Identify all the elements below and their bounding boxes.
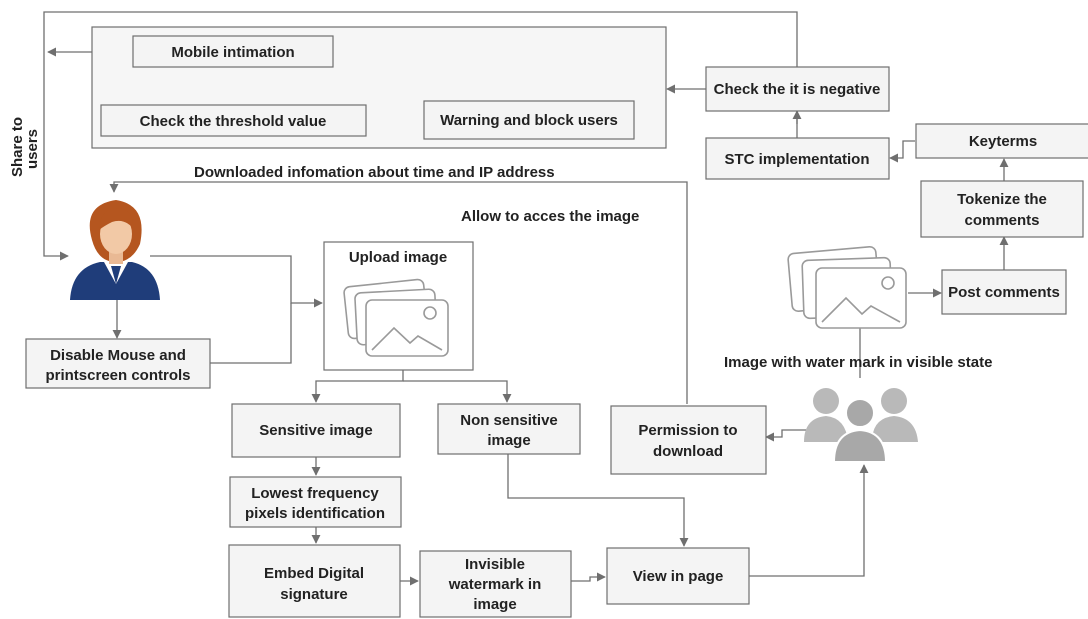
- arrow-keyterms-to-stc: [889, 140, 915, 163]
- arrow-nonsensitive-to-view: [507, 454, 689, 547]
- check-threshold-label: Check the threshold value: [140, 113, 327, 130]
- arrow-user-to-upload: [150, 255, 323, 308]
- tokenize-label-1: Tokenize the: [957, 191, 1047, 208]
- sensitive-image-label: Sensitive image: [259, 422, 372, 439]
- users-group-icon: [804, 388, 918, 463]
- node-invisible-watermark: Invisible watermark in image: [419, 550, 572, 618]
- arrow-view-to-users: [749, 464, 869, 577]
- arrow-users-to-permission: [765, 429, 806, 442]
- post-comments-label: Post comments: [948, 284, 1060, 301]
- invisible-label-3: image: [473, 596, 516, 613]
- user-avatar-icon: [70, 200, 160, 300]
- non-sensitive-label-1: Non sensitive: [460, 412, 558, 429]
- node-lowest-frequency: Lowest frequency pixels identification: [229, 476, 402, 528]
- allow-access-label: Allow to acces the image: [461, 208, 639, 225]
- non-sensitive-label-2: image: [487, 432, 530, 449]
- share-line-2: users: [24, 129, 41, 169]
- watermark-picture-icon: [787, 245, 907, 329]
- upload-picture-icon: [343, 278, 449, 357]
- stc-implementation-label: STC implementation: [724, 151, 869, 168]
- arrow-invisible-to-view: [571, 572, 606, 582]
- permission-label-2: download: [653, 443, 723, 460]
- arrow-upload-to-sensitive: [311, 370, 404, 403]
- node-non-sensitive-image: Non sensitive image: [437, 403, 581, 455]
- lowest-label-1: Lowest frequency: [251, 485, 379, 502]
- keyterms-label: Keyterms: [969, 133, 1037, 150]
- node-stc-implementation: STC implementation: [705, 137, 890, 180]
- arrow-upload-to-nonsensitive: [403, 380, 512, 403]
- downloaded-info-label: Downloaded infomation about time and IP …: [194, 164, 555, 181]
- share-to-users-label: Share to users: [9, 117, 41, 177]
- invisible-label-1: Invisible: [465, 556, 525, 573]
- node-view-in-page: View in page: [606, 547, 750, 605]
- invisible-label-2: watermark in: [448, 576, 542, 593]
- arrow-permission-to-user: [109, 181, 688, 404]
- node-mobile-intimation: Mobile intimation: [132, 35, 334, 68]
- view-in-page-label: View in page: [633, 568, 724, 585]
- permission-label-1: Permission to: [638, 422, 737, 439]
- line-disable-to-upload: [210, 303, 292, 364]
- node-tokenize: Tokenize the comments: [920, 180, 1084, 238]
- disable-label-2: printscreen controls: [45, 367, 190, 384]
- node-permission-download: Permission to download: [610, 405, 767, 475]
- node-warning-block: Warning and block users: [423, 100, 635, 140]
- lowest-label-2: pixels identification: [245, 505, 385, 522]
- mobile-intimation-label: Mobile intimation: [171, 44, 294, 61]
- node-check-threshold: Check the threshold value: [100, 104, 367, 137]
- tokenize-label-2: comments: [964, 212, 1039, 229]
- check-negative-label: Check the it is negative: [714, 81, 881, 98]
- warning-block-label: Warning and block users: [440, 112, 618, 129]
- node-post-comments: Post comments: [941, 269, 1067, 315]
- arrow-negative-to-user: [43, 11, 798, 261]
- disable-label-1: Disable Mouse and: [50, 347, 186, 364]
- embed-label-2: signature: [280, 586, 348, 603]
- node-disable-controls: Disable Mouse and printscreen controls: [25, 338, 211, 389]
- upload-image-label: Upload image: [349, 249, 447, 266]
- node-embed-signature: Embed Digital signature: [228, 544, 401, 618]
- node-upload-image: Upload image: [323, 241, 474, 371]
- embed-label-1: Embed Digital: [264, 565, 364, 582]
- node-keyterms: Keyterms: [915, 123, 1088, 159]
- node-check-negative: Check the it is negative: [705, 66, 890, 112]
- watermark-visible-label: Image with water mark in visible state: [724, 354, 992, 371]
- node-sensitive-image: Sensitive image: [231, 403, 401, 458]
- connectors: [43, 11, 1009, 586]
- share-line-1: Share to: [9, 117, 26, 177]
